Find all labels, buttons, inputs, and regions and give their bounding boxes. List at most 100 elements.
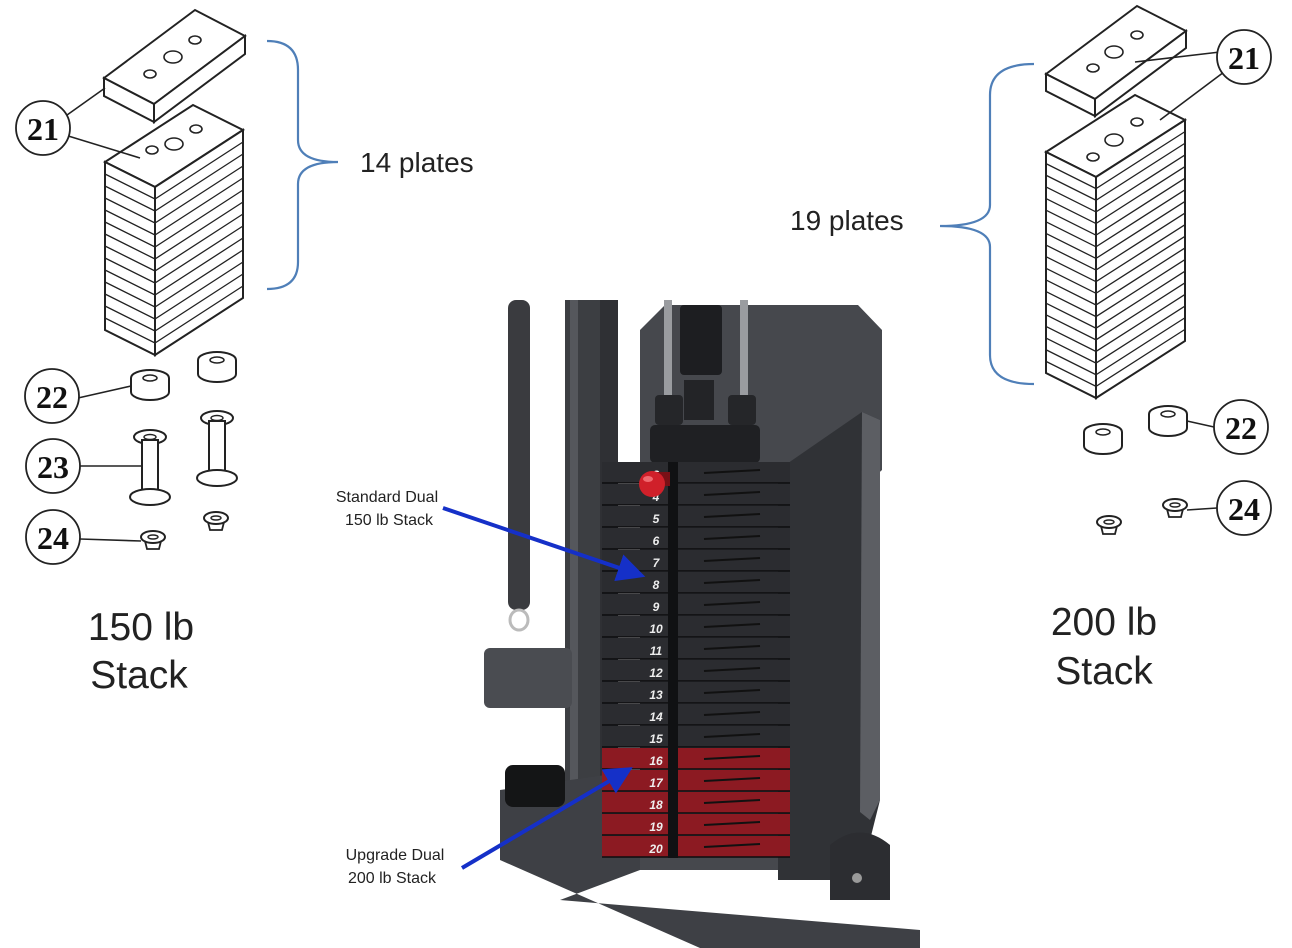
right-plate-line	[1045, 189, 1186, 248]
stack-plate-slot	[703, 667, 761, 672]
selector-pin	[639, 471, 670, 497]
right-callout-22: 22	[1186, 399, 1269, 455]
stack-plate-slot	[703, 645, 761, 650]
stack-plate-slot	[703, 799, 761, 804]
left-plate-line	[104, 141, 244, 200]
right-plate-line	[1045, 259, 1186, 318]
right-plate-line	[1045, 282, 1186, 341]
stack-plate	[602, 682, 790, 703]
left-stack-drawing	[102, 8, 247, 550]
right-stack-title-line1: 200 lb	[1051, 601, 1157, 644]
right-stack-drawing	[1043, 4, 1188, 535]
stack-plate-slot	[703, 711, 761, 716]
callout-number: 22	[1225, 410, 1257, 446]
plate-number-label: 16	[649, 754, 663, 768]
right-stack-title-line2: Stack	[1055, 650, 1153, 693]
stack-plate-slot	[703, 777, 761, 782]
plate-number-label: 9	[653, 600, 660, 614]
left-stack-title-line2: Stack	[90, 654, 188, 697]
stack-plate-slot	[703, 601, 761, 606]
right-plate-line	[1045, 131, 1186, 190]
stack-plate-slot	[703, 491, 761, 496]
upgrade-stack-label-line2: 200 lb Stack	[348, 870, 437, 887]
right-plate-line	[1045, 293, 1186, 353]
standard-stack-label-line1: Standard Dual	[336, 489, 438, 506]
callout-number: 23	[37, 449, 69, 485]
stack-plate	[602, 836, 790, 857]
plate-number-label: 20	[648, 842, 663, 856]
plate-number-label: 13	[649, 688, 663, 702]
left-plate-line	[104, 225, 244, 284]
upgrade-stack-arrow	[460, 767, 633, 870]
plate-number-label: 5	[653, 512, 660, 526]
stack-plate	[602, 462, 790, 483]
plate-number-label: 15	[649, 732, 663, 746]
plate-number-label: 14	[649, 710, 663, 724]
left-callout-21: 21	[15, 87, 141, 159]
left-plate-line	[104, 177, 244, 236]
right-callout-24: 24	[1186, 480, 1272, 536]
plate-number-label: 19	[649, 820, 663, 834]
standard-stack-label-line2: 150 lb Stack	[345, 512, 434, 529]
right-top-plate	[1044, 4, 1188, 118]
stack-plate	[602, 726, 790, 747]
right-plate-line	[1045, 200, 1186, 260]
callout-number: 22	[36, 379, 68, 415]
left-plate-line	[104, 249, 244, 308]
weight-stack-photo: 34567891011121314151617181920	[484, 300, 920, 948]
left-plates-bracket	[266, 39, 339, 291]
stack-plate-slot	[703, 535, 761, 540]
right-plate-line	[1045, 142, 1186, 202]
right-plate-line	[1045, 165, 1186, 225]
stack-plate-slot	[703, 579, 761, 584]
left-plates-count-label: 14 plates	[360, 147, 474, 178]
stack-plate	[602, 792, 790, 813]
plate-number-label: 17	[649, 776, 664, 790]
stack-plate	[602, 660, 790, 681]
stack-plate-slot	[703, 821, 761, 826]
plate-number-label: 11	[650, 644, 663, 658]
left-spacer	[129, 410, 238, 506]
left-plate-line	[104, 261, 244, 320]
callout-number: 24	[1228, 491, 1260, 527]
left-plate-line	[104, 165, 244, 224]
stack-plate-slot	[703, 557, 761, 562]
right-plates-count-label: 19 plates	[790, 205, 904, 236]
stack-plate	[602, 748, 790, 769]
left-plate-line	[104, 153, 244, 212]
right-plate-line	[1045, 270, 1186, 329]
left-bushing	[130, 351, 237, 401]
left-plate-line	[104, 273, 244, 332]
right-plate-line	[1045, 177, 1186, 236]
stack-plate	[602, 550, 790, 571]
right-plate-line	[1045, 154, 1186, 213]
stack-plate-slot	[703, 755, 761, 760]
right-plate-line	[1045, 305, 1186, 364]
right-washer	[1096, 498, 1188, 535]
stack-plate	[602, 704, 790, 725]
right-plate-line	[1045, 328, 1186, 388]
stack-plate	[602, 770, 790, 791]
right-plate-line	[1045, 235, 1186, 295]
callout-number: 21	[1228, 40, 1260, 76]
right-callout-21: 21	[1134, 29, 1272, 121]
right-plate-line	[1045, 317, 1186, 376]
plate-number-label: 10	[649, 622, 663, 636]
plate-number-label: 6	[653, 534, 660, 548]
stack-plate	[602, 528, 790, 549]
left-top-plate	[102, 8, 247, 124]
plate-number-label: 8	[653, 578, 660, 592]
right-plate-line	[1045, 224, 1186, 283]
stack-plate	[602, 594, 790, 615]
plate-number-label: 4	[652, 490, 660, 504]
stack-plate	[602, 572, 790, 593]
right-plate-line	[1045, 212, 1186, 271]
stack-plate-slot	[703, 733, 761, 738]
left-plate-line	[104, 201, 244, 260]
left-callout-24: 24	[25, 509, 142, 565]
selector-stem	[668, 462, 678, 858]
standard-stack-arrow	[442, 506, 646, 582]
callout-number: 24	[37, 520, 69, 556]
left-plate-line	[104, 237, 244, 296]
